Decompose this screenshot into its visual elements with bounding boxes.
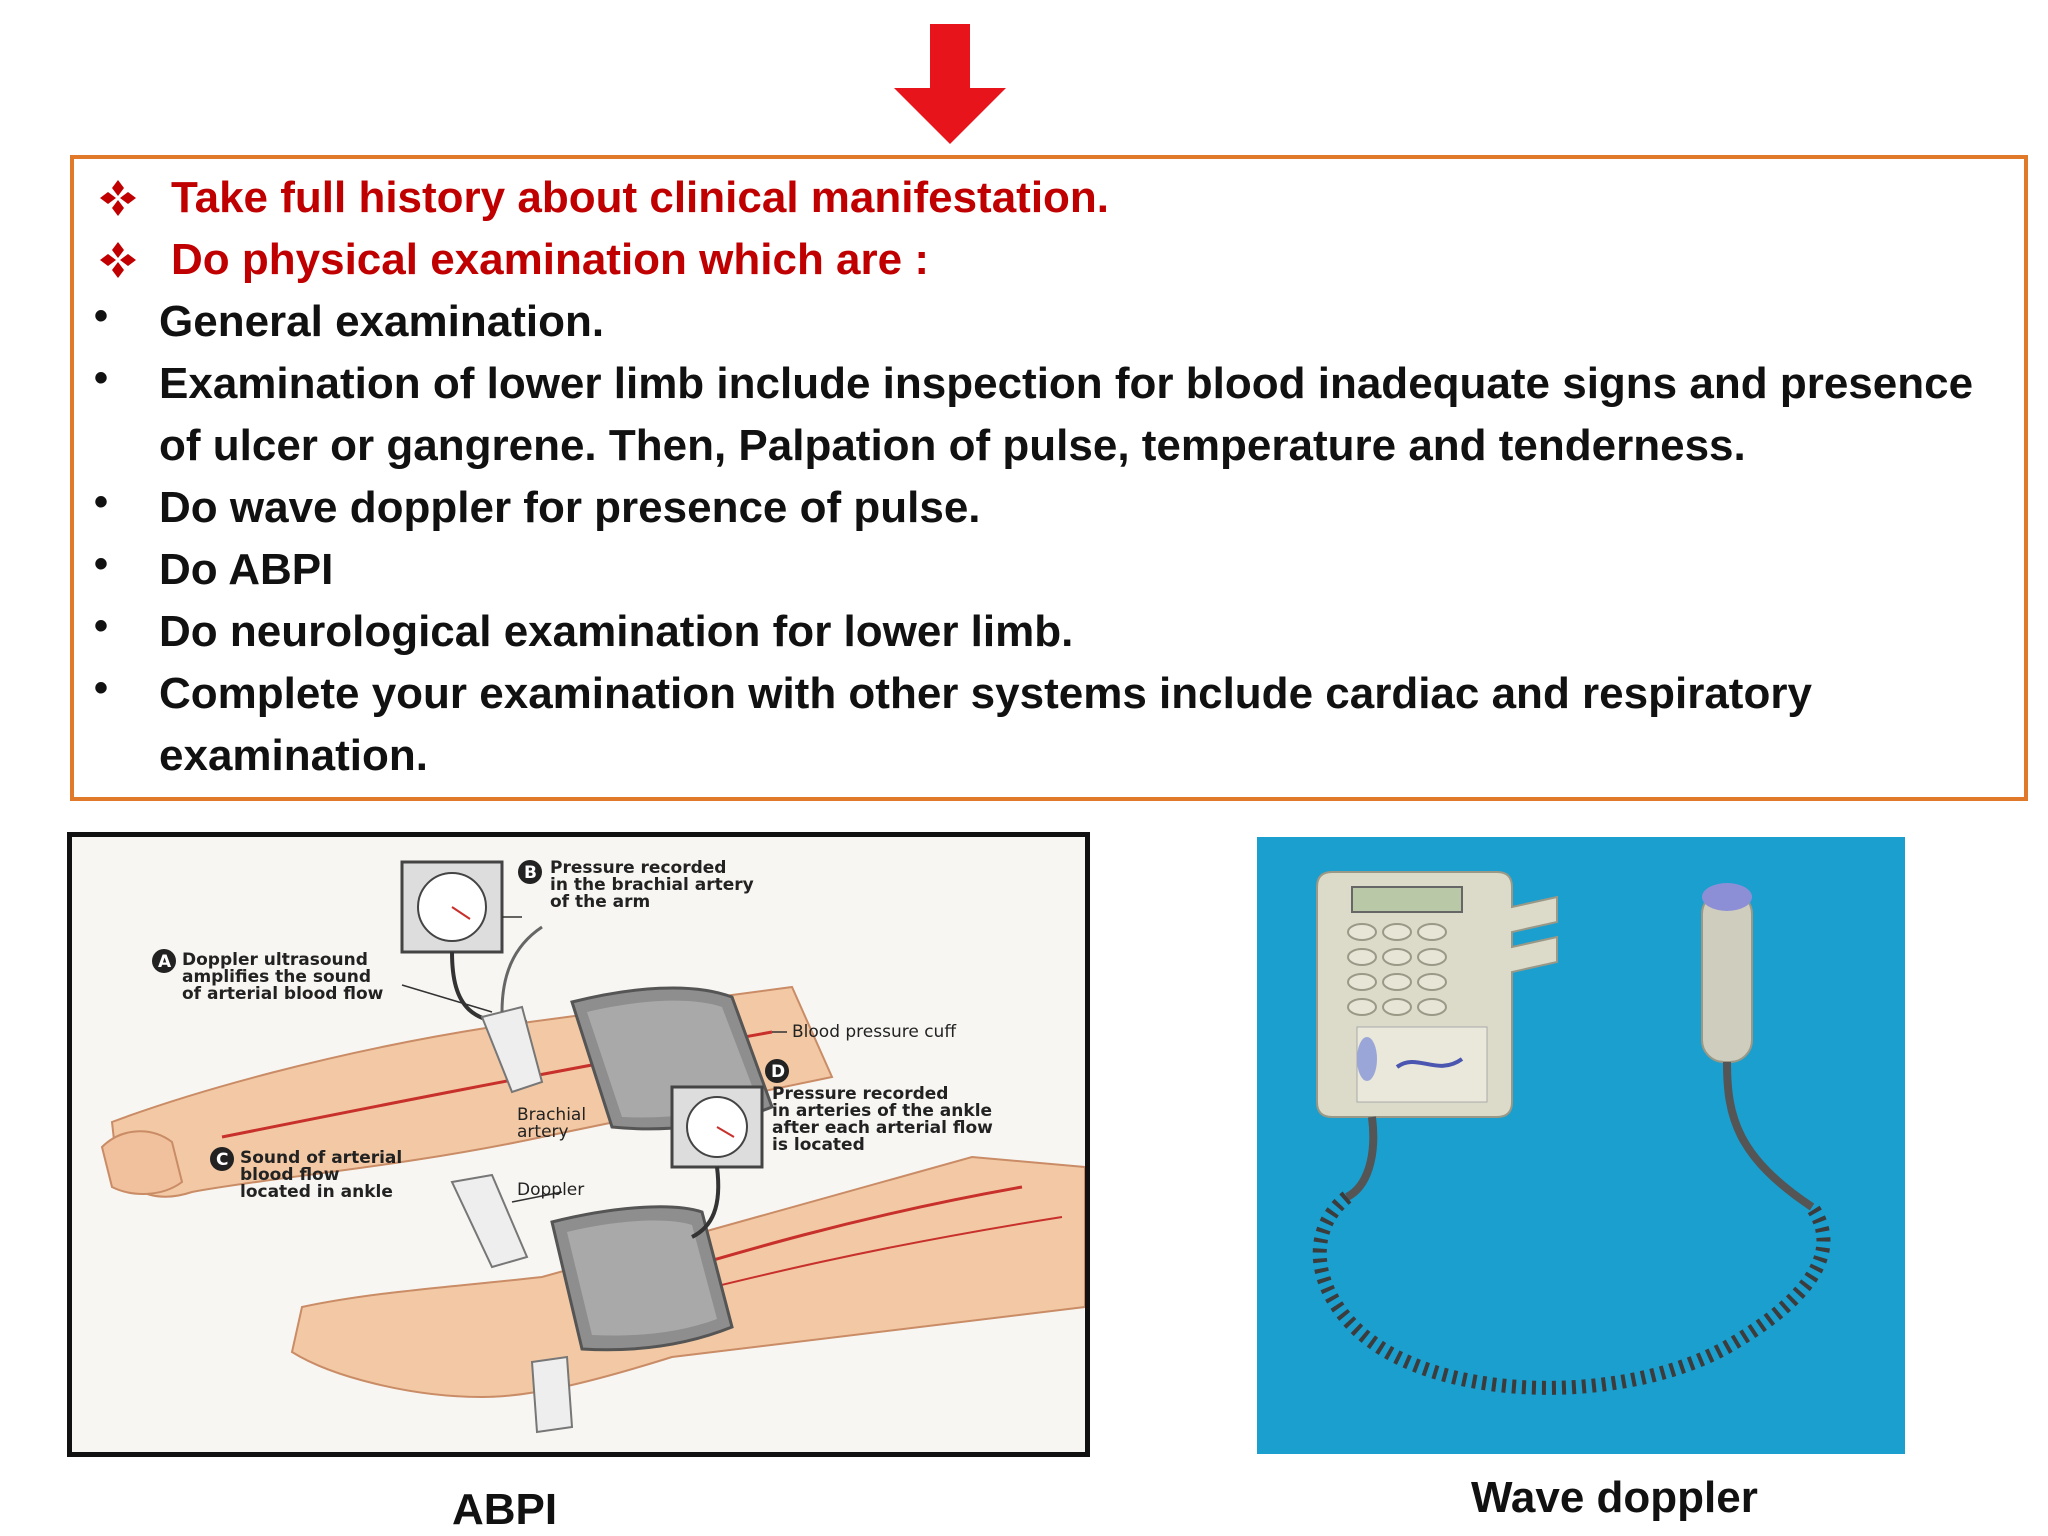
diamond-bullet-icon [100,180,136,216]
label-doppler: Doppler [517,1180,584,1200]
bullet-other-systems: Complete your examination with other sys… [159,669,1812,718]
bullet-other-systems-cont: examination. [159,731,428,780]
label-c-line: Sound of arterial [240,1148,402,1168]
label-c-line: located in ankle [240,1182,393,1202]
label-a-line: of arterial blood flow [182,984,384,1004]
label-b-line: of the arm [550,892,650,912]
examination-steps-box [70,155,2028,801]
label-brachial-line: Brachial [517,1105,586,1125]
label-d-line: after each arterial flow [772,1118,993,1138]
caption-abpi: ABPI [452,1485,558,1534]
svg-text:C: C [216,1150,228,1170]
highlight-physical-exam: Do physical examination which are : [171,235,929,284]
svg-text:D: D [771,1062,785,1082]
label-a-line: amplifies the sound [182,967,371,987]
svg-text:B: B [524,863,537,883]
label-brachial-line: artery [517,1122,569,1142]
bullet-lower-limb-exam: Examination of lower limb include inspec… [159,359,1974,408]
label-b-line: Pressure recorded [550,858,726,878]
label-c-line: blood flow [240,1165,340,1185]
bullet-lower-limb-exam-cont: of ulcer or gangrene. Then, Palpation of… [159,421,1746,470]
caption-wave-doppler: Wave doppler [1471,1473,1758,1522]
label-d-line: is located [772,1135,865,1155]
bullet-wave-doppler: Do wave doppler for presence of pulse. [159,483,981,532]
label-a-line: Doppler ultrasound [182,950,368,970]
label-b-line: in the brachial artery [550,875,754,895]
bullet-dot: • [94,480,109,524]
wave-doppler-photo [1257,837,1905,1454]
bullet-dot: • [94,356,109,400]
bullet-dot: • [94,542,109,586]
label-cuff: Blood pressure cuff [792,1022,957,1042]
label-d-line: in arteries of the ankle [772,1101,992,1121]
bullet-dot: • [94,604,109,648]
bullet-general-exam: General examination. [159,297,605,346]
diamond-bullet-icon [100,242,136,278]
bullet-dot: • [94,666,109,710]
highlight-history: Take full history about clinical manifes… [171,173,1110,222]
svg-text:A: A [158,952,172,972]
bullet-abpi: Do ABPI [159,545,334,594]
down-arrow-icon [894,24,1006,144]
bullet-neuro-exam: Do neurological examination for lower li… [159,607,1074,656]
label-d-line: Pressure recorded [772,1084,948,1104]
bullet-dot: • [94,294,109,338]
